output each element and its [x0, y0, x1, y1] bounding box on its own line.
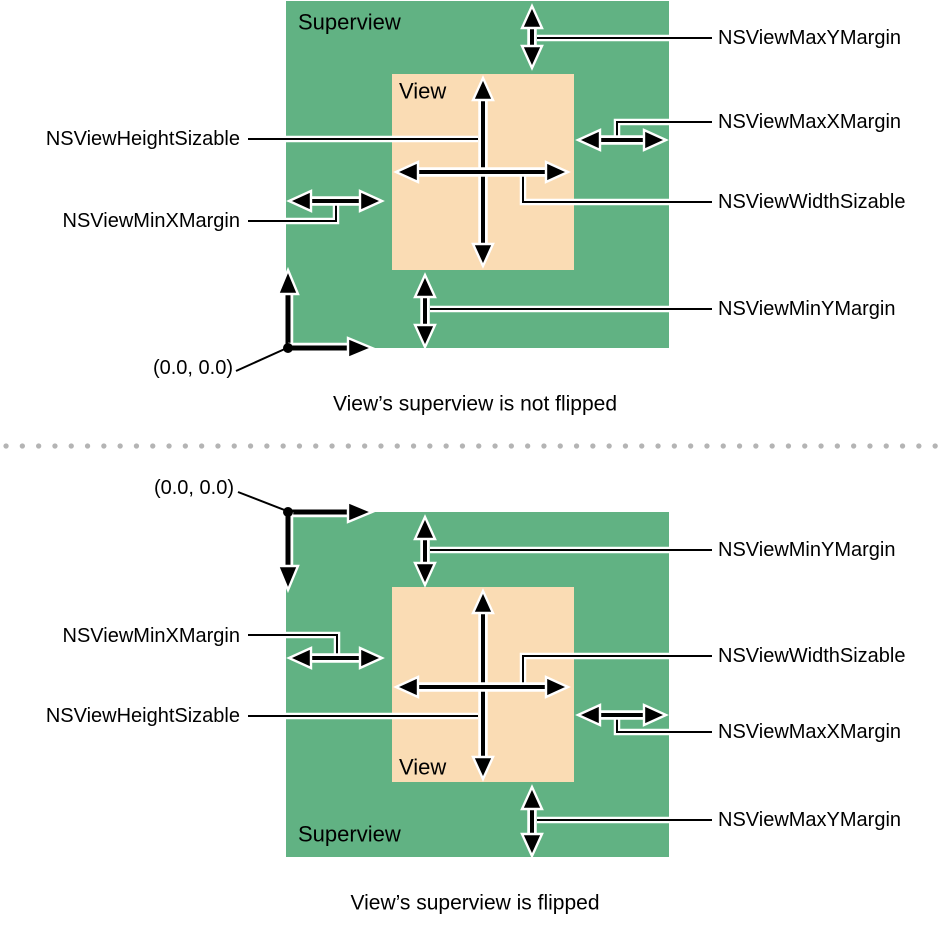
- origin-point: [283, 343, 293, 353]
- label-min-x-margin: NSViewMinXMargin: [63, 625, 240, 647]
- label-min-y-margin: NSViewMinYMargin: [718, 539, 895, 561]
- label-height-sizable: NSViewHeightSizable: [46, 705, 240, 727]
- origin-label: (0.0, 0.0): [153, 357, 233, 379]
- leader-max-x-margin: [616, 719, 712, 733]
- min-y-margin-arrow: [413, 514, 437, 588]
- label-min-x-margin: NSViewMinXMargin: [63, 210, 240, 232]
- x-axis-arrow: [288, 336, 376, 360]
- label-height-sizable: NSViewHeightSizable: [46, 128, 240, 150]
- label-min-y-margin: NSViewMinYMargin: [718, 298, 895, 320]
- bottom-diagram: (0.0, 0.0) NSViewMinYMargin NSViewWidthS…: [46, 477, 906, 915]
- leader-width-sizable: [522, 176, 712, 203]
- label-width-sizable: NSViewWidthSizable: [718, 645, 906, 667]
- bottom-caption: View’s superview is flipped: [350, 892, 599, 915]
- width-sizable-arrow: [393, 160, 571, 184]
- min-x-margin-arrow: [286, 646, 385, 670]
- width-sizable-arrow: [393, 675, 571, 699]
- leader-width-sizable: [522, 655, 712, 683]
- y-axis-arrow: [276, 512, 300, 594]
- top-diagram: Superview View NSViewMaxYMargin NSViewMa…: [46, 1, 906, 416]
- view-label: View: [399, 79, 446, 104]
- x-axis-arrow: [288, 500, 376, 524]
- max-x-margin-arrow: [575, 703, 669, 727]
- origin-point: [283, 507, 293, 517]
- y-axis-arrow: [276, 266, 300, 348]
- label-max-y-margin: NSViewMaxYMargin: [718, 809, 901, 831]
- label-max-x-margin: NSViewMaxXMargin: [718, 721, 901, 743]
- max-x-margin-arrow: [575, 128, 669, 152]
- origin-callout-line: [237, 491, 288, 512]
- top-caption: View’s superview is not flipped: [333, 393, 617, 416]
- max-y-margin-arrow: [520, 784, 544, 859]
- superview-label: Superview: [298, 10, 401, 35]
- label-max-x-margin: NSViewMaxXMargin: [718, 111, 901, 133]
- superview-label: Superview: [298, 822, 401, 847]
- min-y-margin-arrow: [413, 272, 437, 350]
- origin-callout-line: [235, 347, 288, 372]
- origin-label: (0.0, 0.0): [154, 477, 234, 499]
- label-max-y-margin: NSViewMaxYMargin: [718, 27, 901, 49]
- min-x-margin-arrow: [286, 189, 385, 213]
- leader-max-x-margin: [616, 121, 712, 136]
- max-y-margin-arrow: [520, 3, 544, 71]
- leader-min-x-margin: [248, 634, 338, 654]
- view-label: View: [399, 755, 446, 780]
- leader-min-x-margin: [248, 205, 337, 222]
- label-width-sizable: NSViewWidthSizable: [718, 191, 906, 213]
